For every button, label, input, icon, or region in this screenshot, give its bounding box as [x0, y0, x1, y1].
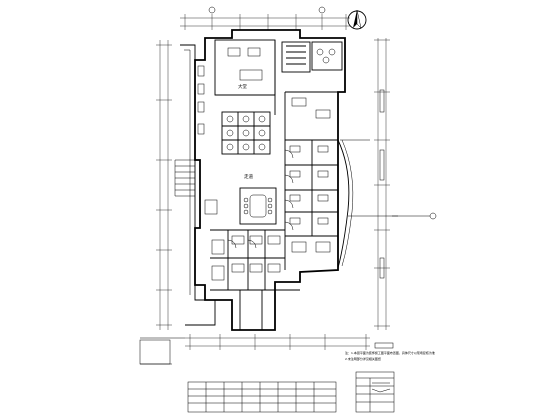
legend-table	[355, 371, 395, 413]
top-dimension-chain	[180, 6, 350, 30]
note-line-1: 注：1.本层平面为装饰施工图平面布置图，具体尺寸以现场复核为准	[345, 350, 435, 355]
north-arrow-icon	[347, 9, 367, 30]
building-outline	[174, 29, 346, 331]
schedule-table	[187, 381, 337, 413]
room-label-lobby: 大堂	[238, 83, 247, 90]
general-notes: 注：1.本层平面为装饰施工图平面布置图，具体尺寸以现场复核为准 2.未注明部分详…	[345, 350, 435, 361]
left-dimension-chain	[156, 40, 172, 330]
right-dimension-chain	[374, 38, 390, 330]
furniture-fixtures	[197, 47, 336, 281]
note-line-2: 2.未注明部分详见相关图纸	[345, 356, 381, 361]
interior-walls	[210, 39, 343, 330]
landscape-curve	[337, 139, 398, 269]
room-label-corridor: 走道	[244, 173, 253, 180]
detail-callouts	[139, 212, 437, 365]
bottom-dimension-chain	[185, 334, 394, 350]
